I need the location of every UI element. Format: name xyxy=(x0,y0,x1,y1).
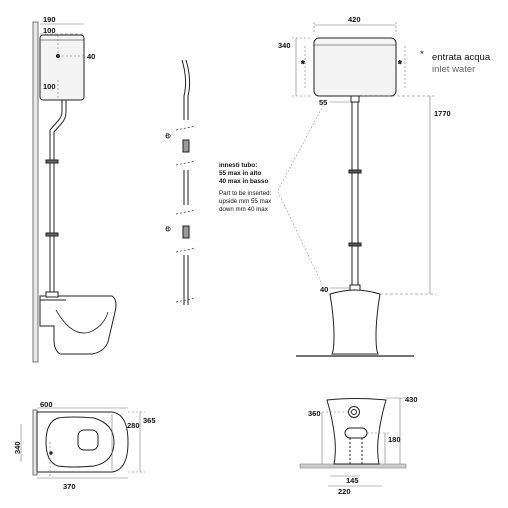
inlet-star-left: * xyxy=(301,59,305,70)
dim-55: 55 xyxy=(319,98,327,107)
dim-420: 420 xyxy=(348,15,361,24)
pipe-section-top xyxy=(181,59,187,120)
plan-view-dimensions xyxy=(20,407,145,479)
note-en-line1: Part to be inserted: xyxy=(219,190,272,197)
plan-seat xyxy=(45,416,115,468)
dim-1770: 1770 xyxy=(434,109,451,118)
legend-inlet-en: inlet water xyxy=(432,64,475,75)
dim-40: 40 xyxy=(87,52,95,61)
pipe-connector xyxy=(182,139,190,153)
dim-100: 100 xyxy=(43,82,56,91)
note-en-line2: upside mm 55 max xyxy=(219,198,272,205)
plan-bowl-outline xyxy=(36,411,129,473)
side-bowl xyxy=(39,295,117,355)
part-marker-b: B xyxy=(166,226,170,233)
side-pipe-bracket xyxy=(45,232,59,237)
side-view xyxy=(32,21,117,363)
front-cistern xyxy=(313,37,397,97)
dim-600: 600 xyxy=(40,400,53,409)
dim-40: 40 xyxy=(320,285,328,294)
dim-180: 180 xyxy=(388,435,401,444)
dim-365: 365 xyxy=(143,416,156,425)
back-view-dimensions xyxy=(321,397,406,487)
dim-220: 220 xyxy=(338,487,351,496)
back-inlet xyxy=(348,406,360,418)
inlet-markers: * * xyxy=(301,59,403,71)
dim-280: 280 xyxy=(127,421,140,430)
inlet-star-right: * xyxy=(398,59,402,70)
dim-340: 340 xyxy=(13,441,22,454)
pipe-parts xyxy=(181,59,191,305)
side-pipe-bracket xyxy=(45,159,59,164)
pipe-cut-marks xyxy=(175,125,197,303)
side-view-dimensions xyxy=(40,23,84,100)
dim-360: 360 xyxy=(308,409,321,418)
dim-370: 370 xyxy=(63,482,76,491)
note-leaders xyxy=(277,103,325,285)
floor-slab xyxy=(299,463,407,469)
pipe-connector xyxy=(182,225,190,239)
note-it-line3: 40 max in basso xyxy=(219,178,268,185)
legend-inlet-it: entrata acqua xyxy=(432,52,491,63)
back-view xyxy=(299,398,407,469)
front-view-dimensions xyxy=(292,22,436,295)
dim-190: 190 xyxy=(43,15,56,24)
plan-bowl-opening xyxy=(77,429,99,451)
note-it-line2: 55 max in alto xyxy=(219,170,261,177)
dim-100: 100 xyxy=(43,26,56,35)
wall-plan xyxy=(32,409,38,476)
back-bowl xyxy=(326,398,387,465)
part-marker-b: B xyxy=(166,133,170,140)
side-flush-pipe xyxy=(49,100,63,292)
note-en-line3: down mm 40 max xyxy=(219,206,269,213)
front-pipe-bracket xyxy=(348,169,362,174)
front-bowl xyxy=(329,289,381,355)
dim-430: 430 xyxy=(405,395,418,404)
legend-star: * xyxy=(420,49,424,60)
front-view xyxy=(296,37,414,357)
dim-145: 145 xyxy=(346,476,359,485)
front-pipe-bracket xyxy=(348,242,362,247)
wall xyxy=(32,21,39,363)
dim-340: 340 xyxy=(278,41,291,50)
part-markers: B B xyxy=(166,133,171,233)
note-it-line1: innesti tubo: xyxy=(219,162,257,169)
plan-view xyxy=(32,409,129,476)
